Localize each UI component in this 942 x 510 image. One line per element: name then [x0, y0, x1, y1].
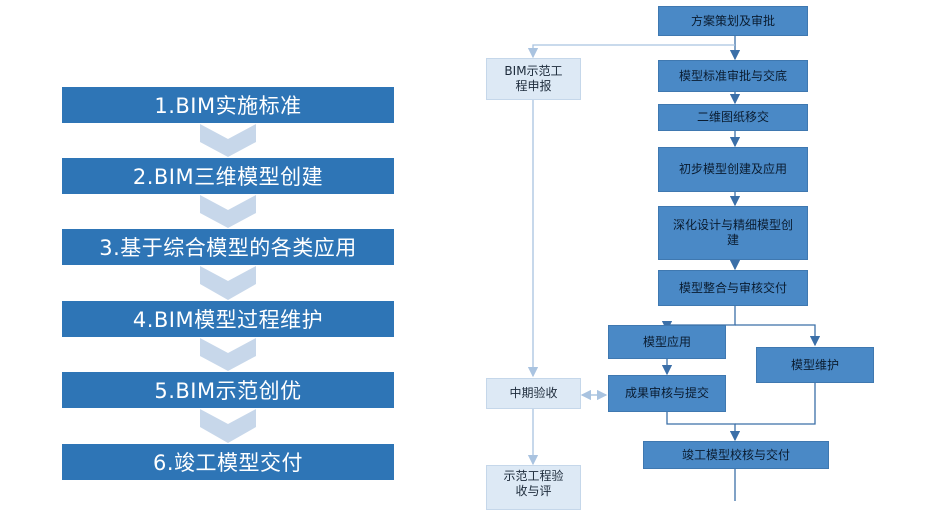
- chevron-down-icon: [200, 409, 256, 443]
- chevron-down-icon: [200, 195, 256, 228]
- chevron-down-icon: [200, 338, 256, 371]
- step-4: 4.BIM模型过程维护: [62, 301, 394, 337]
- node-initial: 初步模型创建及应用: [658, 147, 808, 192]
- step-6: 6.竣工模型交付: [62, 444, 394, 480]
- node-final: 竣工模型校核与交付: [643, 441, 829, 469]
- node-plan: 方案策划及审批: [658, 6, 808, 36]
- node-integrate: 模型整合与审核交付: [658, 270, 808, 306]
- chevron-down-icon: [200, 266, 256, 300]
- chevron-down-icon: [200, 124, 256, 157]
- node-standard: 模型标准审批与交底: [658, 60, 808, 92]
- node-demo-report: BIM示范工程申报: [486, 58, 581, 100]
- node-midterm: 中期验收: [486, 378, 581, 409]
- node-review: 成果审核与提交: [608, 375, 726, 412]
- node-drawings: 二维图纸移交: [658, 104, 808, 131]
- node-demo-accept: 示范工程验收与评: [486, 465, 581, 510]
- step-5: 5.BIM示范创优: [62, 372, 394, 408]
- step-1: 1.BIM实施标准: [62, 87, 394, 123]
- node-maintain: 模型维护: [756, 347, 874, 383]
- node-apply: 模型应用: [608, 325, 726, 359]
- step-3: 3.基于综合模型的各类应用: [62, 229, 394, 265]
- node-deepen: 深化设计与精细模型创建: [658, 206, 808, 260]
- step-2: 2.BIM三维模型创建: [62, 158, 394, 194]
